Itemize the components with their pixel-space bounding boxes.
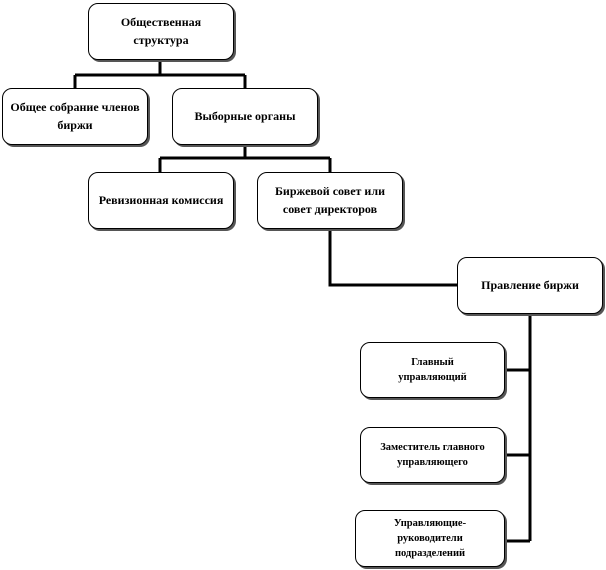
node-general-meeting: Общее собрание членов биржи bbox=[2, 88, 148, 145]
node-exchange-council: Биржевой совет или совет директоров bbox=[257, 172, 403, 229]
connector-board bbox=[505, 314, 532, 543]
node-division-managers: Управляющие-руководители подразделений bbox=[355, 510, 505, 567]
connector-top bbox=[73, 60, 247, 88]
connector-council-board bbox=[328, 229, 457, 287]
node-chief-manager: Главный управляющий bbox=[360, 342, 505, 398]
node-exchange-board: Правление биржи bbox=[457, 257, 603, 314]
node-public-structure: Общественная структура bbox=[88, 3, 234, 60]
connector-elected bbox=[158, 145, 332, 172]
node-audit-commission: Ревизионная комиссия bbox=[88, 172, 234, 229]
node-deputy-chief-manager: Заместитель главного управляющего bbox=[360, 427, 505, 483]
node-elected-bodies: Выборные органы bbox=[172, 88, 318, 145]
